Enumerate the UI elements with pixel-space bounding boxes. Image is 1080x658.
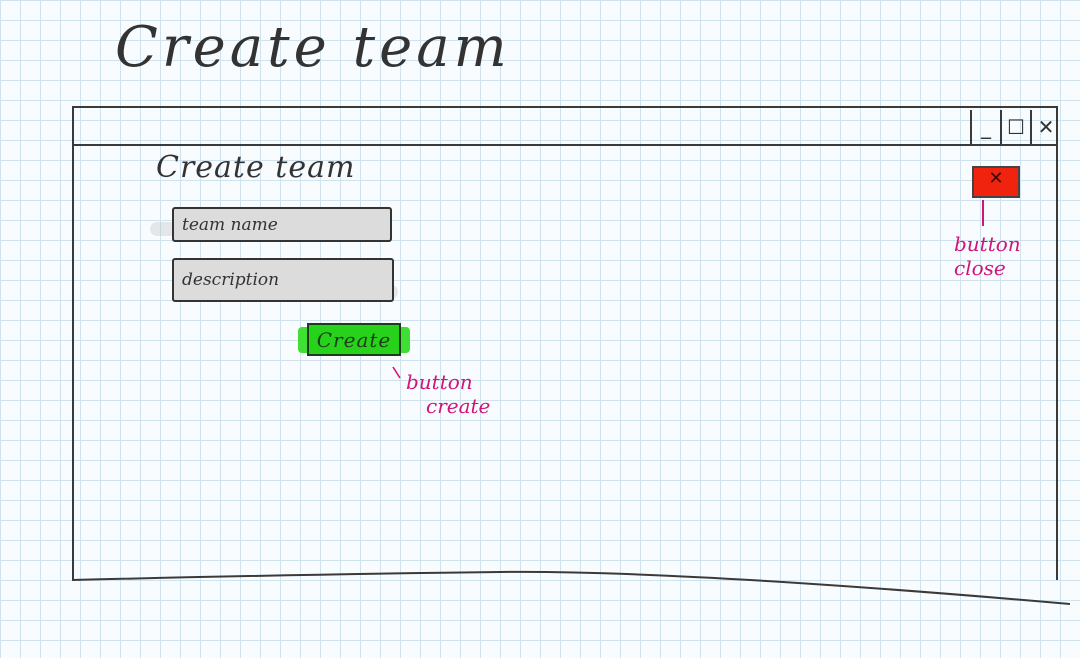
window-controls: _ ☐ ✕ [970, 110, 1060, 144]
window-title-bar: _ ☐ ✕ [74, 108, 1056, 146]
app-window: _ ☐ ✕ [72, 106, 1058, 580]
annotation-line: button [954, 232, 1021, 256]
annotation-line: button [406, 370, 473, 394]
window-bottom-border [71, 570, 1070, 605]
dialog-title: Create team [156, 150, 356, 185]
annotation-line: close [954, 256, 1006, 280]
maximize-button[interactable]: ☐ [1000, 110, 1030, 144]
create-button[interactable]: Create [307, 323, 401, 356]
team-name-input[interactable]: team name [172, 207, 392, 242]
minimize-button[interactable]: _ [970, 110, 1000, 144]
close-button[interactable]: ✕ [972, 166, 1020, 198]
annotation-close-button: button close [954, 232, 1021, 280]
sketch-title: Create team [115, 15, 511, 80]
window-close-button[interactable]: ✕ [1030, 110, 1060, 144]
annotation-leader-line [982, 200, 984, 226]
annotation-leader-line [392, 366, 401, 379]
annotation-line: create [426, 394, 491, 418]
description-input[interactable]: description [172, 258, 394, 302]
annotation-create-button: button create [406, 370, 490, 418]
